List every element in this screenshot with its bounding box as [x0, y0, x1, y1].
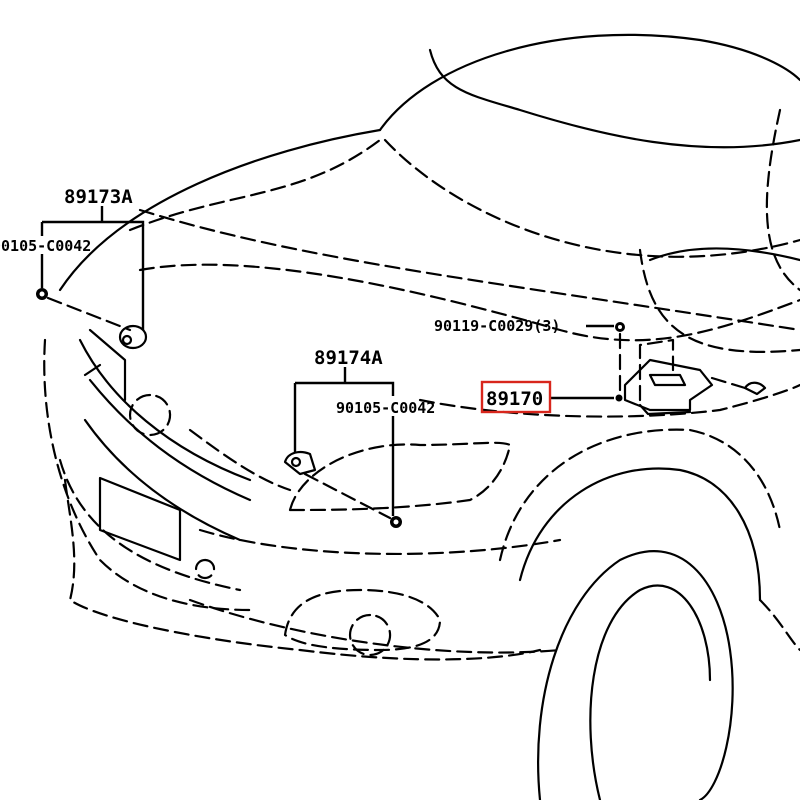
svg-text:89174A: 89174A [314, 347, 383, 369]
part-label-89174a[interactable]: 89174A [314, 347, 383, 369]
bolt-center-drawing [303, 472, 402, 528]
part-label-90105-c0042-center[interactable]: 90105-C0042 [336, 399, 435, 417]
part-label-89170[interactable]: 89170 [480, 380, 552, 414]
highlight-box [480, 380, 552, 414]
connector-right-drawing [710, 376, 767, 396]
bolt-left-drawing [36, 288, 132, 332]
part-label-90105-c0042-left[interactable]: 90105-C0042 [0, 237, 91, 255]
leader-lines [40, 206, 614, 516]
airbag-ecu-89170-drawing [615, 322, 714, 416]
svg-text:90105-C0042: 90105-C0042 [0, 237, 91, 255]
svg-text:89170: 89170 [486, 388, 543, 410]
part-label-90119-c0029[interactable]: 90119-C0029(3) [434, 317, 560, 335]
svg-text:90119-C0029(3): 90119-C0029(3) [434, 317, 560, 335]
svg-text:89173A: 89173A [64, 186, 133, 208]
sensor-89174a-drawing [283, 451, 317, 476]
car-body-outline [43, 33, 800, 800]
sensor-89173a-drawing [118, 324, 148, 350]
svg-text:90105-C0042: 90105-C0042 [336, 399, 435, 417]
part-label-89173a[interactable]: 89173A [64, 186, 133, 208]
